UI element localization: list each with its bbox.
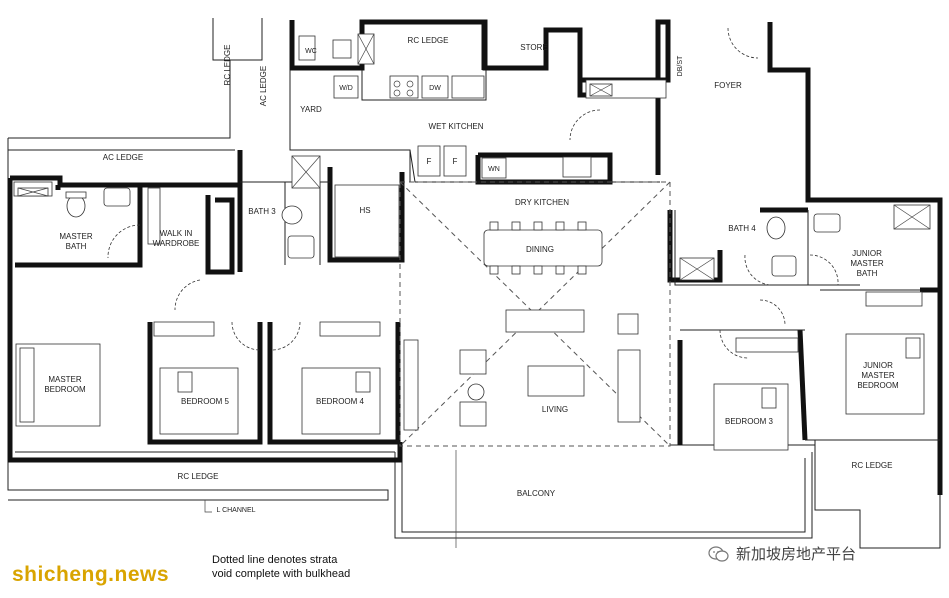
label-rc-ledge-bottom: RC LEDGE — [178, 472, 219, 481]
walls — [7, 19, 943, 495]
note-line-2: void complete with bulkhead — [212, 568, 351, 580]
label-hs: HS — [359, 206, 370, 215]
label-master-bedroom-1: MASTER — [48, 375, 82, 384]
label-junior-bath-1: JUNIOR — [852, 249, 882, 258]
label-rc-ledge-right: RC LEDGE — [852, 461, 893, 470]
label-rc-ledge-top: RC LEDGE — [408, 36, 449, 45]
label-master-bath-2: BATH — [66, 242, 87, 251]
label-l-channel: L CHANNEL — [216, 507, 255, 514]
label-wd: W/D — [339, 85, 353, 92]
watermark-right: 新加坡房地产平台 — [708, 543, 856, 564]
label-dw: DW — [429, 85, 441, 92]
label-ac-ledge-vertical: AC LEDGE — [259, 66, 268, 106]
l-channel-pointer — [204, 500, 212, 513]
label-balcony: BALCONY — [517, 489, 556, 498]
label-living: LIVING — [542, 405, 568, 414]
label-junior-bath-3: BATH — [857, 269, 878, 278]
strata-void — [399, 181, 671, 447]
label-f1: F — [427, 157, 432, 166]
watermark-left: shicheng.news — [12, 563, 170, 586]
label-bedroom3: BEDROOM 3 — [725, 417, 774, 426]
strata-void-note: Dotted line denotes strata void complete… — [212, 553, 350, 581]
label-junior-bedroom-2: MASTER — [861, 371, 895, 380]
room-labels: RC LEDGE STORE WC RC LEDGE AC LEDGE W/D … — [44, 36, 899, 514]
label-master-bedroom-2: BEDROOM — [44, 385, 86, 394]
label-dry-kitchen: DRY KITCHEN — [515, 198, 569, 207]
watermark-right-text: 新加坡房地产平台 — [736, 545, 857, 563]
note-line-1: Dotted line denotes strata — [212, 554, 338, 566]
label-walkin-2: WARDROBE — [153, 239, 200, 248]
label-ac-ledge: AC LEDGE — [103, 153, 143, 162]
label-store: STORE — [520, 43, 547, 52]
fixtures — [13, 33, 931, 451]
label-dbst: DB/ST — [677, 55, 684, 76]
label-rc-ledge-left: RC LEDGE — [223, 45, 232, 86]
label-foyer: FOYER — [714, 81, 742, 90]
wechat-icon — [708, 545, 729, 562]
label-bedroom4: BEDROOM 4 — [316, 397, 365, 406]
interior-lines — [240, 70, 940, 441]
label-f2: F — [453, 157, 458, 166]
label-junior-bedroom-1: JUNIOR — [863, 361, 893, 370]
label-bath3: BATH 3 — [248, 207, 276, 216]
label-bath4: BATH 4 — [728, 224, 756, 233]
label-dining: DINING — [526, 245, 554, 254]
door-swings — [107, 27, 839, 359]
label-bedroom5: BEDROOM 5 — [181, 397, 230, 406]
label-junior-bedroom-3: BEDROOM — [857, 381, 899, 390]
label-wc: WC — [305, 48, 317, 55]
label-walkin-1: WALK IN — [160, 229, 193, 238]
label-yard: YARD — [300, 105, 322, 114]
label-wet-kitchen: WET KITCHEN — [429, 122, 484, 131]
label-junior-bath-2: MASTER — [850, 259, 884, 268]
label-master-bath-1: MASTER — [59, 232, 93, 241]
label-wn: WN — [488, 166, 500, 173]
